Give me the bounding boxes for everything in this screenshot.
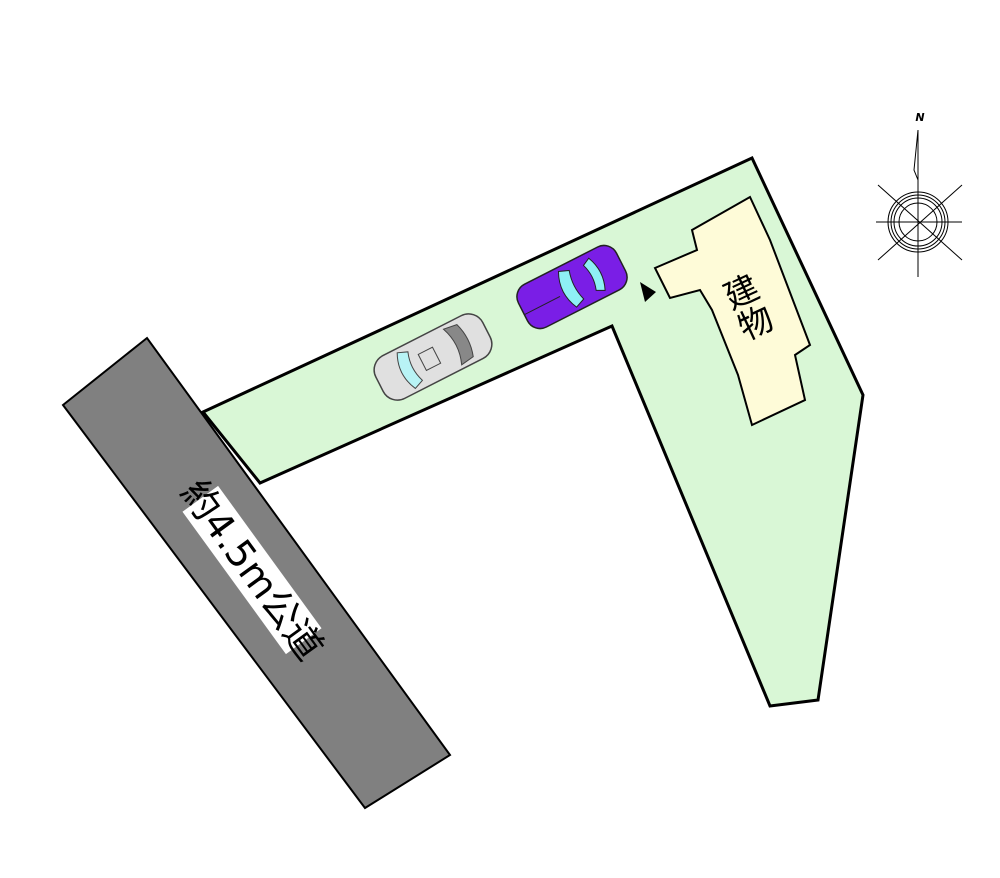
entrance-arrow-icon bbox=[640, 282, 656, 302]
north-compass-icon bbox=[876, 129, 963, 277]
building bbox=[653, 195, 812, 427]
parked-car-silver bbox=[373, 313, 493, 401]
north-label: N bbox=[915, 111, 924, 124]
parked-car-purple bbox=[516, 244, 628, 330]
lot-area bbox=[200, 156, 865, 708]
